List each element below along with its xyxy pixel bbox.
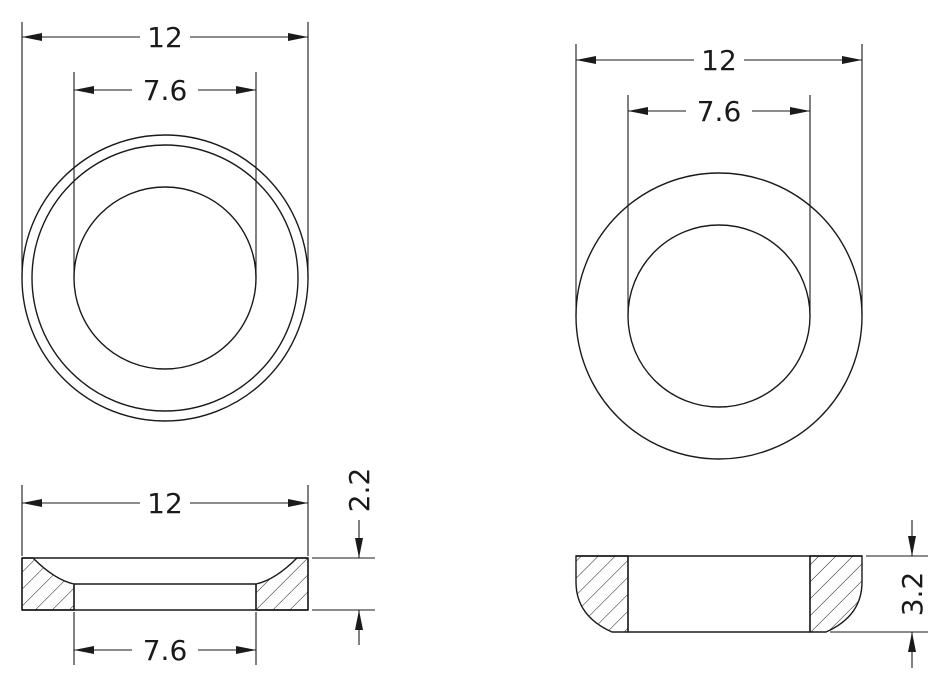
bore-circle xyxy=(73,186,257,370)
dim-label-inner: 7.6 xyxy=(143,74,188,107)
outer-circle xyxy=(575,172,863,460)
dimension-height: 3.2 xyxy=(896,520,929,668)
dimension-outer-diameter: 12 xyxy=(576,43,862,77)
dimension-outer-diameter: 12 xyxy=(22,20,308,54)
chamfer-circle xyxy=(31,144,299,412)
dim-label-height: 3.2 xyxy=(896,572,929,617)
dim-label-outer: 12 xyxy=(701,44,737,77)
dim-label-height: 2.2 xyxy=(343,468,376,513)
dim-label-inner: 7.6 xyxy=(143,634,188,667)
top-left-view: 12 7.6 xyxy=(21,20,309,422)
top-right-view: 12 7.6 xyxy=(575,43,863,460)
dimension-inner-diameter: 7.6 xyxy=(74,73,256,107)
bore-circle xyxy=(627,224,811,408)
dimension-outer-diameter: 12 xyxy=(22,486,308,520)
section-left-view: 12 7.6 2.2 xyxy=(21,468,376,667)
dim-label-outer: 12 xyxy=(147,487,183,520)
section-hatch-right xyxy=(255,557,309,611)
dimension-inner-diameter: 7.6 xyxy=(74,633,256,667)
dim-label-inner: 7.6 xyxy=(697,95,742,128)
section-right-view: 3.2 xyxy=(575,520,929,668)
dimension-height: 2.2 xyxy=(343,468,376,645)
section-hatch-right xyxy=(809,555,863,633)
section-hatch-left xyxy=(21,557,75,611)
dim-label-outer: 12 xyxy=(147,21,183,54)
dimension-inner-diameter: 7.6 xyxy=(628,94,810,128)
outer-circle xyxy=(21,134,309,422)
section-hatch-left xyxy=(575,555,629,633)
